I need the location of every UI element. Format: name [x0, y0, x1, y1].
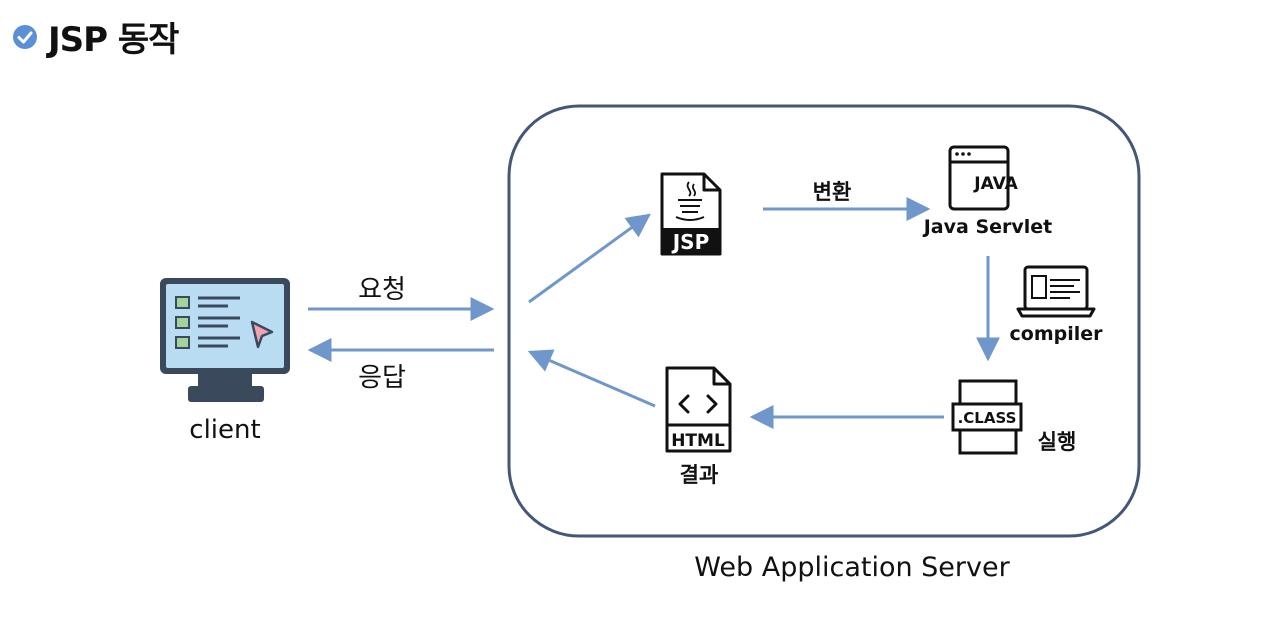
jsp-icon-label: JSP [671, 230, 710, 254]
java-window-icon [948, 145, 1010, 211]
page-title-text: JSP 동작 [48, 20, 179, 60]
html-file-icon [665, 366, 732, 453]
request-label: 요청 [358, 275, 406, 305]
page-title: JSP 동작 [12, 12, 179, 61]
check-circle-icon [13, 24, 37, 49]
class-file-icon [951, 379, 1023, 455]
to-jsp-arrow [528, 213, 651, 304]
html-icon-text: HTML [671, 431, 725, 451]
monitor-icon [160, 278, 290, 402]
java-servlet-label: Java Servlet [922, 216, 1053, 238]
jsp-file-icon [660, 172, 722, 256]
class-icon-text: .CLASS [958, 409, 1017, 427]
response-label: 응답 [358, 363, 406, 393]
client-label: client [189, 415, 260, 445]
compiler-label: compiler [1010, 323, 1104, 345]
execute-label: 실행 [1038, 430, 1077, 454]
convert-label: 변환 [813, 180, 852, 204]
from-html-arrow [527, 349, 656, 408]
result-label: 결과 [680, 463, 719, 487]
was-container [507, 104, 1141, 538]
was-label: Web Application Server [694, 552, 1010, 583]
laptop-icon [1016, 265, 1096, 318]
java-icon-text: JAVA [973, 174, 1018, 194]
